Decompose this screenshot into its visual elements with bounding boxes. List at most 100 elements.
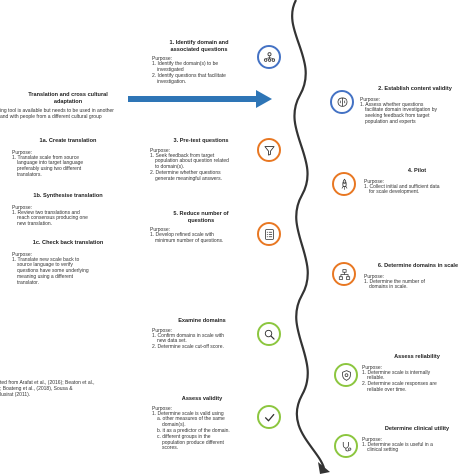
step-2: 2. Establish content validity Purpose: 1… (360, 86, 470, 126)
shield-gear-icon (334, 363, 358, 387)
citation-line1: ted from Arafat et al., (2016); Beaton e… (0, 380, 95, 386)
translation-arrow-shaft (128, 96, 258, 102)
step-1a-line: preferably using two different (17, 166, 82, 173)
step-8-line: 2. Determine scale responses are (362, 381, 437, 388)
step-1b-list: 1. Review two translations and reach con… (12, 209, 124, 228)
step-9-list: 1. Determine scale is valid using a. oth… (152, 410, 252, 453)
translation-arrow-head (256, 90, 272, 108)
step-9-line: 1. Determine scale is valid using (152, 410, 224, 417)
step-1c-line: source language to verify (17, 262, 73, 269)
step-3-line: 1. Seek feedback from target (150, 152, 215, 159)
funnel-icon (257, 138, 281, 162)
step-3-purpose: Purpose: (150, 147, 171, 154)
step-8-line: reliable. (367, 375, 385, 382)
step-1a-line: language into target language (17, 160, 84, 167)
step-1-line: investigated (157, 66, 184, 73)
step-7-line: 2. Determine scale cut-off score. (152, 344, 224, 351)
step-9-line: population produce different (162, 439, 224, 446)
step-1-line: 1. Identify the domain(s) to be (152, 61, 219, 68)
citation-line2: ; Boateng et al., (2018), Sousa & (0, 386, 73, 392)
step-6-line: 1. Determine the number of (364, 278, 425, 285)
step-1b-purpose: Purpose: (12, 204, 33, 211)
step-9-line: scores. (162, 445, 179, 452)
translation-heading: Translation and cross cultural adaptatio… (6, 92, 130, 105)
step-1-line: investigation. (157, 78, 187, 85)
timeline-path (291, 0, 326, 469)
step-4-list: 1. Collect initial and sufficient data f… (364, 183, 470, 197)
step-1-line: 2. Identify questions that facilitate (152, 72, 226, 79)
step-6-title: 6. Determine domains in scale (377, 263, 459, 269)
step-3-line: population about question related (155, 158, 229, 165)
step-1-title-line2: associated questions (170, 46, 228, 53)
step-7-title: Examine domains (178, 318, 226, 324)
step-10-list: 1. Determine scale is useful in a clinic… (362, 441, 472, 455)
hierarchy-icon (332, 262, 356, 286)
step-1a-purpose: Purpose: (12, 149, 33, 156)
step-1a-title: 1a. Create translation (39, 138, 97, 144)
step-10-line: clinical setting (367, 447, 399, 454)
translation-heading-line1: Translation and cross cultural (28, 92, 108, 98)
step-1c-line: translator. (17, 279, 39, 286)
step-3-list: 1. Seek feedback from target population … (150, 152, 252, 183)
translation-intro: ing tool is available but needs to be us… (0, 108, 136, 120)
step-1b-line: 1. Review two translations and (12, 209, 80, 216)
step-1b-line: reach consensus producing one (17, 215, 88, 222)
step-1c-line: 1. Translate new scale back to (12, 256, 80, 263)
step-2-line: seeking feedback from target (365, 113, 430, 120)
step-1-title: 1. Identify domain and associated questi… (152, 40, 246, 53)
step-3: 3. Pre-test questions Purpose: 1. Seek f… (150, 138, 252, 183)
translation-intro-line1: ing tool is available but needs to be us… (0, 108, 114, 114)
step-9: Assess validity Purpose: 1. Determine sc… (152, 396, 252, 452)
step-8-list: 1. Determine scale is internally reliabl… (362, 370, 472, 394)
step-1-list: 1. Identify the domain(s) to be investig… (152, 61, 246, 85)
step-3-line: generate meaningful answers. (155, 175, 222, 182)
step-2-title: 2. Establish content validity (378, 86, 452, 92)
brain-icon (330, 90, 354, 114)
step-9-purpose: Purpose: (152, 405, 173, 412)
stethoscope-icon (334, 434, 358, 458)
step-1b-line: new translation. (17, 221, 53, 228)
step-3-line: 2. Determine whether questions (150, 169, 221, 176)
step-2-line: facilitate domain investigation by (365, 107, 437, 114)
checkmark-icon (257, 405, 281, 429)
step-3-title: 3. Pre-test questions (173, 138, 229, 144)
step-5: 5. Reduce number of questions Purpose: 1… (150, 211, 252, 245)
step-10-line: 1. Determine scale is useful in a (362, 441, 433, 448)
step-1a-line: 1. Translate scale from source (12, 154, 79, 161)
translation-heading-line2: adaptation (53, 98, 83, 105)
step-6-line: domains in scale. (369, 284, 408, 291)
step-1c-purpose: Purpose: (12, 251, 33, 258)
step-1a: 1a. Create translation Purpose: 1. Trans… (12, 138, 124, 179)
step-1: 1. Identify domain and associated questi… (152, 40, 246, 85)
step-9-line: domain(s). (162, 422, 186, 429)
step-8-title: Assess reliability (394, 354, 440, 360)
step-8-purpose: Purpose: (362, 364, 383, 371)
step-4-purpose: Purpose: (364, 178, 385, 185)
step-10-purpose: Purpose: (362, 436, 383, 443)
step-5-title: 5. Reduce number of questions (150, 211, 252, 224)
citation-line3: lusirat (2011). (0, 392, 31, 398)
step-5-list: 1. Develop refined scale with minimum nu… (150, 232, 252, 245)
step-1b-title: 1b. Synthesise translation (33, 193, 103, 199)
step-5-title-line2: questions (187, 217, 215, 224)
step-8-line: reliable over time. (367, 386, 407, 393)
step-9-line: b. it as a predictor of the domain. (157, 427, 230, 434)
step-7-list: 1. Confirm domains in scale with new dat… (152, 332, 252, 351)
people-network-icon (257, 45, 281, 69)
step-1-title-line1: 1. Identify domain and (169, 40, 229, 46)
step-1c: 1c. Check back translation Purpose: 1. T… (12, 240, 124, 287)
step-1a-line: translators. (17, 171, 42, 178)
step-4-line: 1. Collect initial and sufficient data (364, 183, 440, 190)
step-9-line: c. different groups in the (157, 433, 211, 440)
step-2-line: population and experts (365, 118, 416, 125)
step-7-line: 1. Confirm domains in scale with (152, 332, 224, 339)
step-9-line: a. other measures of the same (157, 416, 225, 423)
step-1c-title: 1c. Check back translation (32, 240, 104, 246)
magnifier-icon (257, 322, 281, 346)
step-6: 6. Determine domains in scale Purpose: 1… (364, 263, 472, 291)
step-5-line: minimum number of questions. (155, 237, 224, 244)
step-1a-list: 1. Translate scale from source language … (12, 154, 124, 179)
timeline-arrowhead (318, 462, 330, 474)
step-1b: 1b. Synthesise translation Purpose: 1. R… (12, 193, 124, 228)
